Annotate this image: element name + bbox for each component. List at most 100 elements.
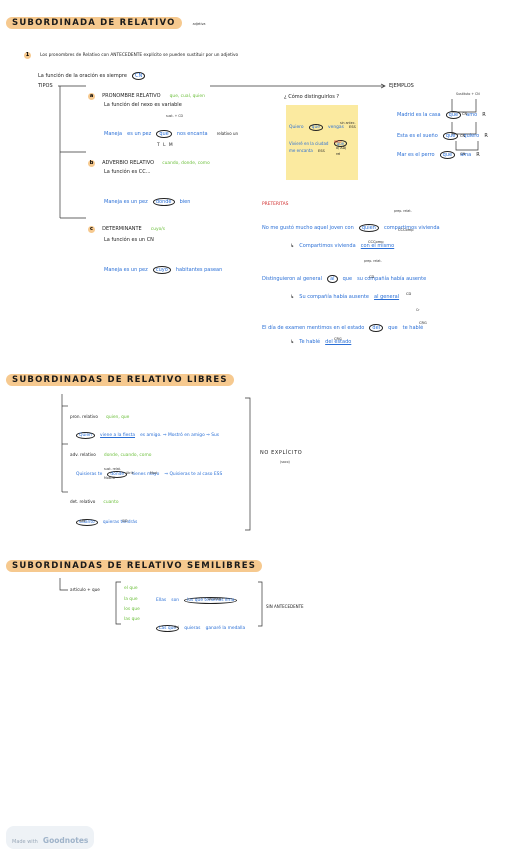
pref-p3-nexo: del: [369, 324, 384, 332]
semi-side: SIN ANTECEDENTE: [266, 604, 304, 609]
example3-nexo: que: [439, 151, 456, 159]
type-b-badge: b: [88, 160, 95, 167]
sticky-question: ¿ Cómo distinguirlos ?: [284, 94, 340, 100]
sticky-l1d: sin antec.: [340, 121, 356, 125]
libres-l2-words: donde, cuando, como: [103, 453, 152, 458]
pref-p1-sub-text: Compartimos vivienda: [299, 243, 356, 249]
goodnotes-badge: Made with Goodnotes: [6, 826, 95, 849]
pref-p1-rest: compartimos vivienda: [383, 225, 440, 231]
type-c-nexo: cuyo: [152, 266, 171, 274]
type-c-ex1: Maneja es un pez: [104, 267, 148, 273]
libres-ex1: Quien viene a la fiesta es amigo. ⇒ Most…: [76, 421, 219, 440]
example2-verb: quiero: [463, 133, 480, 139]
libres-ex2-rest: ⇒ Quisieras te al caso ESS: [164, 472, 223, 477]
pref-p3-sub-text: Te hablé: [299, 339, 321, 345]
libres-l2: adv. relativo donde, cuando, como: [70, 441, 151, 460]
semi-ex2-nexo: Las que: [156, 625, 180, 632]
example2-tag: R: [484, 133, 488, 139]
type-c-ex2: habitantes pasean: [175, 267, 223, 273]
type-b-ex2: bien: [179, 199, 191, 205]
pref-p3-que: que: [388, 325, 398, 331]
rule-line: 1 Los pronombres de Relativo con ANTECED…: [24, 41, 238, 60]
sticky-l2: Vivieré en la ciudad: [289, 141, 329, 146]
libres-ex3: Cuanto quieras tendrás: [76, 508, 137, 527]
pref-p2-tag: prep. relat.: [364, 259, 382, 263]
sticky-line2: Vivieré en la ciudad que: [289, 130, 348, 149]
type-a-tiny: sust. + CD: [166, 114, 183, 118]
type-a-badge: a: [88, 93, 95, 100]
example3-text: Mar es el perro: [397, 152, 435, 158]
libres-ex2-t2: Atrib: [126, 471, 134, 475]
rule-text: Los pronombres de Relativo con ANTECEDEN…: [40, 53, 239, 58]
pref-p2-sub: ↳ Su compañía había ausente al general: [290, 294, 400, 300]
type-c-func: La función es un CN: [104, 237, 154, 243]
semi-ex2-rest: ganaré la medalla: [205, 626, 246, 631]
sticky-l2-nexo: que: [333, 140, 348, 147]
semi-ex2-verb: quieras: [184, 626, 201, 631]
libres-ex2-t3: Mod: [150, 471, 157, 475]
function-cn: CN: [132, 72, 146, 80]
sticky-l1b: vengas: [328, 125, 344, 130]
libres-side-note: (saco): [280, 460, 290, 464]
sticky-line1: Quiero que vengas ESS: [289, 113, 356, 132]
sticky-l2b: me encanta: [289, 148, 313, 153]
sticky-l2c: ESS: [317, 149, 325, 153]
pref-p1-tag: prep. relat.: [394, 209, 412, 213]
type-a-nexo: que: [156, 130, 172, 138]
type-b-ex1: Maneja es un pez: [104, 199, 148, 205]
type-c-badge: c: [88, 226, 95, 233]
example3-tag: R: [476, 152, 480, 158]
pref-p3-crc: CRG: [334, 337, 342, 341]
section3-title: SUBORDINADAS DE RELATIVO SEMILIBRES: [6, 560, 263, 572]
function-note-text: La función de la oración es siempre: [38, 73, 127, 79]
semi-ex1: Ellas son los que tenemos lima: [156, 586, 238, 605]
type-a-header: a PRONOMBRE RELATIVO que, cual, quien: [88, 82, 205, 101]
example3: Mar es el perro que ama R: [397, 141, 480, 160]
semi-ex1-suj: Ellas: [156, 598, 167, 603]
section1-title-note: adjetiva: [192, 22, 206, 26]
sticky-l5: rel: [336, 152, 341, 156]
rule-number: 1: [24, 52, 31, 59]
function-note: La función de la oración es siempre CN: [38, 62, 146, 81]
type-b-header: b ADVERBIO RELATIVO cuando, donde, como: [88, 149, 210, 168]
pref-p2-cd: CD: [406, 292, 412, 296]
pref-p1-nexo: quien: [358, 224, 379, 232]
made-with-text: Made with: [12, 839, 38, 845]
type-a-words: que, cual, quien: [169, 94, 205, 99]
pref-p2-que: que: [342, 276, 353, 282]
semi-item-0: el que: [124, 586, 138, 591]
type-c-example: Maneja es un pez cuyo habitantes pasean: [104, 256, 222, 275]
type-b-title: ADVERBIO RELATIVO: [102, 160, 155, 166]
type-a-ex2: es un pez: [127, 131, 152, 137]
example1-text: Madrid es la casa: [397, 112, 441, 118]
libres-l3: det. relativo cuanto: [70, 488, 119, 507]
pref-p2-rest: su compañía había ausente: [357, 276, 427, 282]
pref-p2-cd2: CD: [369, 275, 375, 279]
type-a-ex3: nos encanta: [176, 131, 208, 137]
semi-item-3: las que: [124, 617, 140, 622]
section1-header: SUBORDINADA DE RELATIVO adjetiva: [6, 10, 205, 29]
example3-verb: ama: [460, 152, 472, 158]
pref-p2-nexo: al: [327, 275, 338, 283]
type-c-words: cuyo/s: [150, 227, 166, 232]
semi-ex1-verb: son: [171, 598, 180, 603]
semi-item-1: la que: [124, 597, 138, 602]
libres-ex2-t1: sust. relat.: [104, 467, 121, 471]
semi-item-2: los que: [124, 607, 140, 612]
semi-ex2-tag: Suj: [174, 625, 179, 629]
sticky-l1c: ESS: [348, 125, 356, 129]
pref-p1-sub-cc: con el mismo: [360, 243, 395, 249]
libres-ex2-text: Quisieras te: [76, 472, 103, 477]
type-a-ex1: Maneja: [104, 131, 123, 137]
pref-p1-cc: CCComp: [368, 240, 384, 244]
libres-l2-label: adv. relativo: [70, 452, 96, 457]
pref-p3-crc2: CRG: [419, 321, 427, 325]
libres-ex1-rest: es amigo. ⇒ Mostró en amigo ⇒ Sus: [140, 433, 220, 438]
sticky-line2b: me encanta ESS: [289, 137, 325, 156]
libres-l3-words: cuanto: [103, 500, 119, 505]
libres-ex3-t2: S/D: [122, 519, 128, 523]
libres-ex1-sub: viene a la fiesta: [100, 433, 136, 438]
pref-p1-sub: ↳ Compartimos vivienda con el mismo: [290, 243, 395, 249]
section1-title: SUBORDINADA DE RELATIVO: [6, 17, 182, 29]
